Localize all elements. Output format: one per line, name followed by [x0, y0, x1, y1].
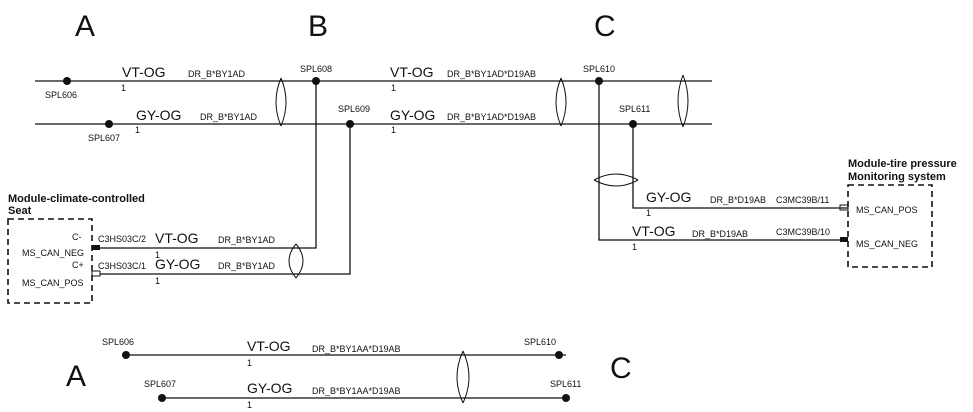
module-title-tpms-line2: Monitoring system	[848, 171, 946, 183]
section-label-a-bottom: A	[66, 360, 86, 393]
connector-label-c3mc39b-11: C3MC39B/11	[776, 195, 829, 205]
splice-label-spl610-bottom: SPL610	[524, 337, 556, 347]
module-title-tpms-line1: Module-tire pressure	[848, 158, 957, 170]
wire-size-4: 1	[391, 125, 396, 135]
circuit-label-seat-1: DR_B*BY1AD	[218, 235, 276, 245]
splice-dot-spl607	[105, 120, 113, 128]
pin-signal-can-neg-seat: MS_CAN_NEG	[22, 248, 84, 258]
pin-label-c-minus: C-	[72, 232, 82, 242]
connector-label-c3hs03c-2: C3HS03C/2	[98, 234, 146, 244]
pin-signal-can-pos-tpms: MS_CAN_POS	[856, 205, 918, 215]
module-box-tpms	[847, 184, 933, 268]
section-label-c-top: C	[594, 10, 616, 43]
splice-dot-spl606	[122, 351, 130, 359]
splice-label-spl610: SPL610	[583, 64, 615, 74]
circuit-label-bottom-1: DR_B*BY1AA*D19AB	[312, 344, 401, 354]
wire-size-1: 1	[121, 83, 126, 93]
wire-size-tpms-2: 1	[632, 242, 637, 252]
wire-size-3: 1	[135, 125, 140, 135]
circuit-label-4: DR_B*BY1AD*D19AB	[447, 112, 536, 122]
wire-size-2: 1	[391, 83, 396, 93]
connector-label-c3hs03c-1: C3HS03C/1	[98, 261, 146, 271]
wire-color-vt-og-tpms: VT-OG	[632, 223, 676, 239]
splice-label-spl606-bottom: SPL606	[102, 337, 134, 347]
wire-vt-og-to-seat	[100, 81, 317, 249]
wire-color-gy-og-bottom: GY-OG	[247, 380, 292, 396]
splice-label-spl611: SPL611	[619, 104, 650, 114]
splice-label-spl608: SPL608	[300, 64, 332, 74]
module-title-seat-line2: Seat	[8, 205, 32, 217]
pin-label-c-plus: C+	[72, 260, 84, 270]
connector-pin-icon	[91, 270, 101, 277]
splice-label-spl607-bottom: SPL607	[144, 379, 176, 389]
wire-size-tpms-1: 1	[646, 208, 651, 218]
wire-gy-og-to-tpms	[632, 124, 848, 209]
splice-dot-spl611	[562, 394, 570, 402]
twisted-pair-symbol	[275, 77, 287, 127]
wire-color-vt-og-2: VT-OG	[390, 64, 434, 80]
connector-pin-icon	[839, 204, 849, 211]
circuit-label-tpms-1: DR_B*D19AB	[710, 195, 766, 205]
wire-color-gy-og-tpms: GY-OG	[646, 189, 691, 205]
connector-pin-icon	[92, 245, 100, 250]
splice-dot-spl610	[555, 351, 563, 359]
twisted-pair-symbol	[288, 243, 304, 279]
twisted-pair-symbol	[593, 173, 639, 187]
splice-dot-spl606	[63, 77, 71, 85]
splice-label-spl609: SPL609	[338, 104, 370, 114]
wire-size-bottom-2: 1	[247, 400, 252, 410]
section-label-b-top: B	[308, 10, 328, 43]
wire-color-vt-og-seat: VT-OG	[155, 230, 199, 246]
circuit-label-1: DR_B*BY1AD	[188, 69, 246, 79]
circuit-label-seat-2: DR_B*BY1AD	[218, 261, 276, 271]
connector-pin-icon	[840, 237, 848, 242]
twisted-pair-symbol	[555, 77, 567, 127]
circuit-label-bottom-2: DR_B*BY1AA*D19AB	[312, 386, 401, 396]
wire-color-vt-og-1: VT-OG	[122, 64, 166, 80]
circuit-label-tpms-2: DR_B*D19AB	[692, 229, 748, 239]
wire-size-seat-1: 1	[155, 250, 160, 260]
twisted-pair-symbol	[677, 74, 689, 128]
wire-size-seat-2: 1	[155, 276, 160, 286]
splice-dot-spl607	[158, 394, 166, 402]
wire-size-bottom-1: 1	[247, 358, 252, 368]
wire-color-gy-og-2: GY-OG	[390, 107, 435, 123]
module-title-seat-line1: Module-climate-controlled	[8, 193, 145, 205]
module-box-climate-seat	[7, 218, 93, 304]
circuit-label-2: DR_B*BY1AD*D19AB	[447, 69, 536, 79]
splice-label-spl606: SPL606	[45, 90, 77, 100]
section-label-a-top: A	[75, 10, 95, 43]
twisted-pair-symbol	[456, 350, 470, 404]
section-label-c-bottom: C	[610, 352, 632, 385]
splice-label-spl611-bottom: SPL611	[550, 379, 581, 389]
pin-signal-can-pos-seat: MS_CAN_POS	[22, 278, 84, 288]
splice-label-spl607: SPL607	[88, 133, 120, 143]
pin-signal-can-neg-tpms: MS_CAN_NEG	[856, 239, 918, 249]
wire-color-vt-og-bottom: VT-OG	[247, 338, 291, 354]
connector-label-c3mc39b-10: C3MC39B/10	[776, 227, 830, 237]
wire-color-gy-og-1: GY-OG	[136, 107, 181, 123]
wire-gy-og-to-seat	[100, 124, 351, 275]
wire-vt-og-to-tpms	[598, 81, 848, 241]
wire-color-gy-og-seat: GY-OG	[155, 256, 200, 272]
circuit-label-3: DR_B*BY1AD	[200, 112, 258, 122]
